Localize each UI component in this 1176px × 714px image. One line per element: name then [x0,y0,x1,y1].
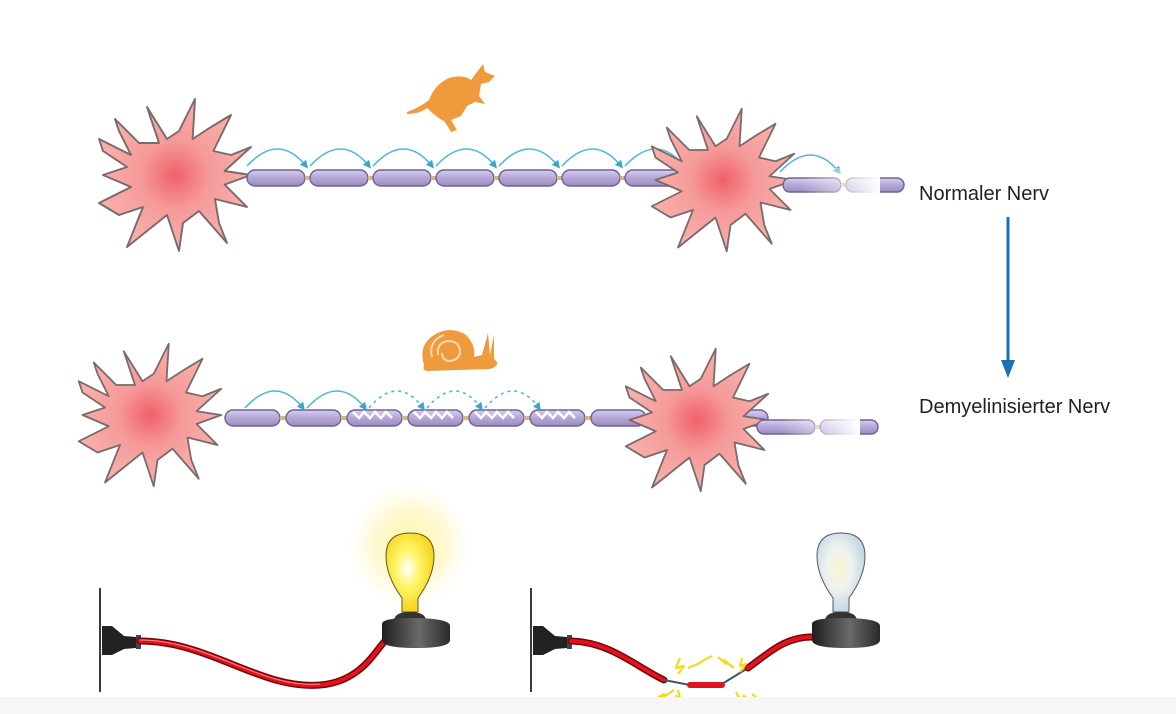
node-of-ranvier [368,176,373,180]
slowed-signal-arcs [244,390,541,411]
damaged-wire-circuit [530,532,880,707]
snail-icon [422,330,498,371]
bottom-band [0,697,1176,714]
node-of-ranvier [494,176,499,180]
plug-icon [533,626,572,655]
node-of-ranvier [431,176,436,180]
neuron-soma-right [650,107,796,253]
frayed-wire [567,633,816,688]
weak-signal-arc [368,390,425,411]
node-of-ranvier [280,416,286,420]
neuron-soma-right [624,347,770,493]
saltatory-signal-arcs [246,148,687,169]
normal-nerve-panel [98,64,905,253]
normal-nerve-label: Normaler Nerv [919,183,1050,205]
down-arrow-icon [1001,217,1015,378]
myelin-damage-mark [474,410,515,420]
kangaroo-icon [407,64,495,132]
myelin-segment [372,169,432,187]
myelin-segment [246,169,306,187]
signal-arc [246,148,309,169]
signal-arc [561,148,624,169]
weak-signal-arc [484,390,541,411]
myelin-segment [498,169,558,187]
signal-arc [244,390,305,411]
demyelinated-nerve-panel [77,330,879,493]
signal-arc [498,148,561,169]
weak-signal-arc [426,390,483,411]
node-of-ranvier [620,176,625,180]
myelin-segment [309,169,369,187]
signal-arc [372,148,435,169]
signal-arc [309,148,372,169]
myelin-segment [561,169,621,187]
node-of-ranvier [341,416,347,420]
node-of-ranvier [402,416,408,420]
myelin-damage-mark [413,410,454,420]
myelin-segment [224,409,281,427]
myelin-damage-mark [352,410,393,420]
myelin-damage-mark [535,410,576,420]
signal-arc [779,154,842,175]
node-of-ranvier [557,176,562,180]
myelin-sheath-row [246,169,684,187]
signal-arc [306,390,367,411]
node-of-ranvier [463,416,469,420]
node-of-ranvier [305,176,310,180]
node-of-ranvier [585,416,591,420]
signal-arc [435,148,498,169]
neuron-soma-left [77,342,223,488]
light-bulb-lit-icon [382,532,450,648]
plug-icon [102,626,141,655]
node-of-ranvier [524,416,530,420]
light-bulb-unlit-icon [812,532,880,648]
demyelinated-nerve-label: Demyelinisierter Nerv [919,396,1111,418]
neuron-soma-left [98,98,252,252]
myelin-segment [435,169,495,187]
intact-wire-circuit [99,483,472,692]
myelin-segment [285,409,342,427]
